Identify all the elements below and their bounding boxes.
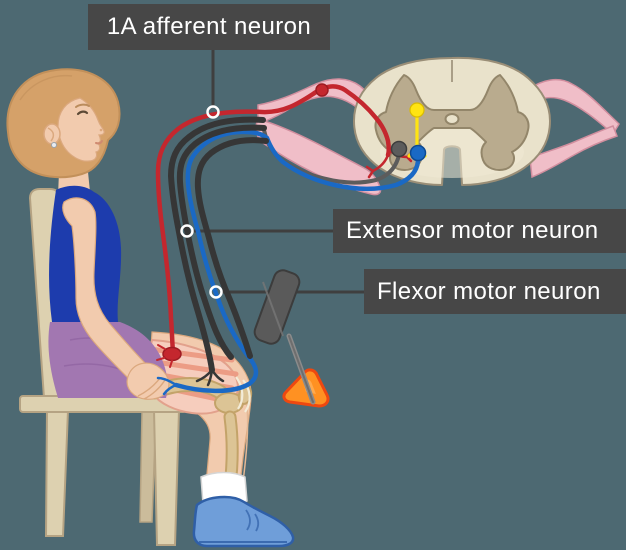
eyebrow	[75, 103, 90, 108]
hair-highlight	[19, 74, 73, 101]
muscle-stripe	[146, 358, 239, 377]
flexor-motor-axon	[173, 129, 421, 394]
ventral-root-right	[529, 125, 618, 179]
ear-inner-line	[47, 127, 55, 142]
extensor-marker	[180, 224, 194, 238]
knee-ligament	[242, 379, 251, 413]
hammer-shaft-shade	[288, 335, 314, 403]
mouth	[95, 140, 103, 145]
flexor-marker	[209, 285, 223, 299]
spindle-fibers	[156, 344, 173, 368]
nerve-line	[167, 116, 266, 373]
hammer-handle-highlight	[262, 281, 284, 337]
label-extensor-motor-neuron: Extensor motor neuron	[333, 209, 626, 253]
afferent-neuron-axon	[155, 84, 391, 355]
spinal-cord-cross-section	[353, 56, 551, 186]
earring	[51, 142, 57, 148]
eye	[76, 110, 89, 116]
shoe-crease	[254, 513, 260, 532]
reflex-hammer	[253, 269, 330, 408]
seated-person	[6, 68, 295, 548]
extensor-nerve-line	[176, 124, 267, 360]
knee-ligament	[235, 376, 244, 410]
chair-leg-back	[44, 409, 70, 537]
label-flexor-motor-neuron: Flexor motor neuron	[364, 269, 626, 314]
label-afferent-neuron: 1A afferent neuron	[88, 4, 330, 50]
motor-endplate-branches	[195, 368, 225, 387]
chair-leg-front	[152, 409, 181, 546]
afferent-marker	[206, 105, 220, 119]
hammer-handle	[253, 269, 301, 345]
shin-shade	[242, 403, 249, 483]
finger-line	[137, 377, 161, 397]
callout-markers	[180, 105, 223, 299]
finger-line	[143, 379, 166, 400]
label-flexor-motor-neuron-text: Flexor motor neuron	[377, 277, 601, 305]
nerve-line	[194, 137, 269, 359]
central-canal	[444, 113, 460, 125]
ear	[43, 123, 61, 145]
nostril	[99, 128, 103, 132]
neuron-pathways	[155, 83, 427, 396]
flexor-ending-branch	[156, 376, 178, 396]
shoe	[192, 495, 295, 548]
afferent-branch	[365, 153, 390, 179]
label-afferent-neuron-text: 1A afferent neuron	[106, 13, 312, 40]
extensor-motor-soma	[390, 140, 408, 158]
afferent-ganglion-soma	[315, 83, 329, 97]
flexor-motor-soma	[409, 144, 427, 162]
interneuron-soma	[409, 102, 425, 118]
label-extensor-motor-neuron-text: Extensor motor neuron	[346, 217, 599, 244]
shoe-crease	[245, 509, 251, 531]
face	[57, 97, 105, 162]
